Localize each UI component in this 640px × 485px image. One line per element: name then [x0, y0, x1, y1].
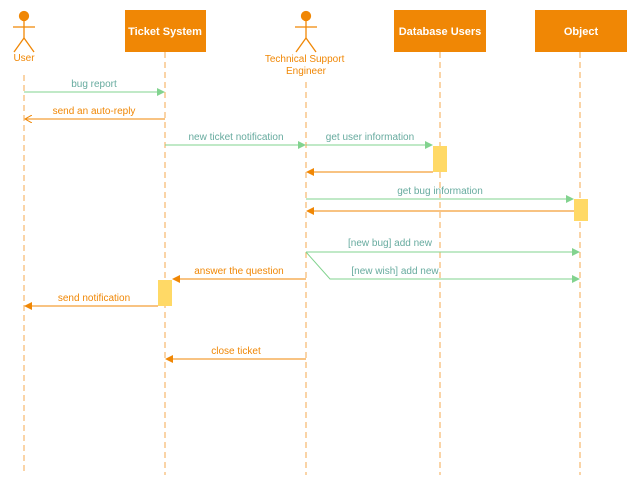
actor-label-tech-support: Technical Support Engineer — [265, 54, 347, 77]
actor-head-icon — [300, 10, 312, 22]
message-label-get-user-info: get user information — [326, 132, 414, 143]
lifelines — [23, 52, 581, 475]
activation-database-users — [433, 146, 447, 172]
actor-tech-support[interactable] — [295, 10, 317, 53]
actor-label-user: User — [13, 53, 35, 64]
activation-object — [574, 199, 588, 221]
message-label-auto-reply: send an auto-reply — [53, 106, 136, 117]
actor-head-icon — [18, 10, 30, 22]
participant-ticket-system[interactable]: Ticket System — [125, 10, 206, 52]
message-arrow-new-wish[interactable] — [305, 251, 580, 283]
message-label-answer-question: answer the question — [194, 266, 284, 277]
participant-label-database-users: Database Users — [399, 26, 482, 38]
message-label-bug-report: bug report — [71, 79, 117, 90]
message-label-close-ticket: close ticket — [211, 346, 261, 357]
participant-label-ticket-system: Ticket System — [128, 26, 202, 38]
activation-ticket-system — [158, 280, 172, 306]
participant-object[interactable]: Object — [535, 10, 627, 52]
message-label-new-wish: [new wish] add new — [351, 266, 439, 277]
participant-label-object: Object — [564, 26, 599, 38]
participant-database-users[interactable]: Database Users — [394, 10, 486, 52]
message-label-new-ticket: new ticket notification — [188, 132, 283, 143]
actor-user[interactable] — [13, 10, 35, 53]
message-label-new-bug: [new bug] add new — [348, 238, 433, 249]
message-label-send-notification: send notification — [58, 293, 130, 304]
message-label-get-bug-info: get bug information — [397, 186, 483, 197]
